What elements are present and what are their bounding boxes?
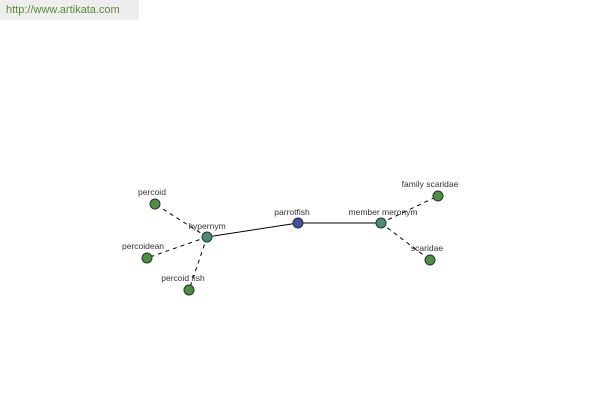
node-member-meronym[interactable] <box>375 217 387 229</box>
edge-hypernym-percoidean <box>146 236 208 259</box>
labels-layer: parrotfish hypernym member meronym percoid p… <box>122 179 459 283</box>
node-label-percoid-fish[interactable]: percoid fish <box>161 273 205 283</box>
edge-parrotfish-hypernym <box>206 222 299 238</box>
edges-layer <box>146 195 439 291</box>
edge-member_meronym-scaridae <box>380 222 431 261</box>
watermark-url[interactable]: http://www.artikata.com <box>0 0 139 20</box>
node-label-parrotfish[interactable]: parrotfish <box>274 207 310 217</box>
node-label-member-meronym[interactable]: member meronym <box>349 207 418 217</box>
nodes-layer <box>141 190 444 296</box>
edge-hypernym-percoid <box>154 203 208 238</box>
node-hypernym[interactable] <box>201 231 213 243</box>
node-label-percoidean[interactable]: percoidean <box>122 241 164 251</box>
edge-hypernym-percoid_fish <box>188 236 208 291</box>
node-family-scaridae[interactable] <box>432 190 444 202</box>
node-parrotfish[interactable] <box>292 217 304 229</box>
node-percoid[interactable] <box>149 198 161 210</box>
node-label-scaridae[interactable]: scaridae <box>411 243 443 253</box>
edge-member_meronym-family_scaridae <box>380 195 439 224</box>
node-label-family-scaridae[interactable]: family scaridae <box>402 179 459 189</box>
node-scaridae[interactable] <box>424 254 436 266</box>
node-label-percoid[interactable]: percoid <box>138 187 166 197</box>
node-percoidean[interactable] <box>141 252 153 264</box>
node-percoid-fish[interactable] <box>183 284 195 296</box>
node-label-hypernym[interactable]: hypernym <box>188 221 225 231</box>
